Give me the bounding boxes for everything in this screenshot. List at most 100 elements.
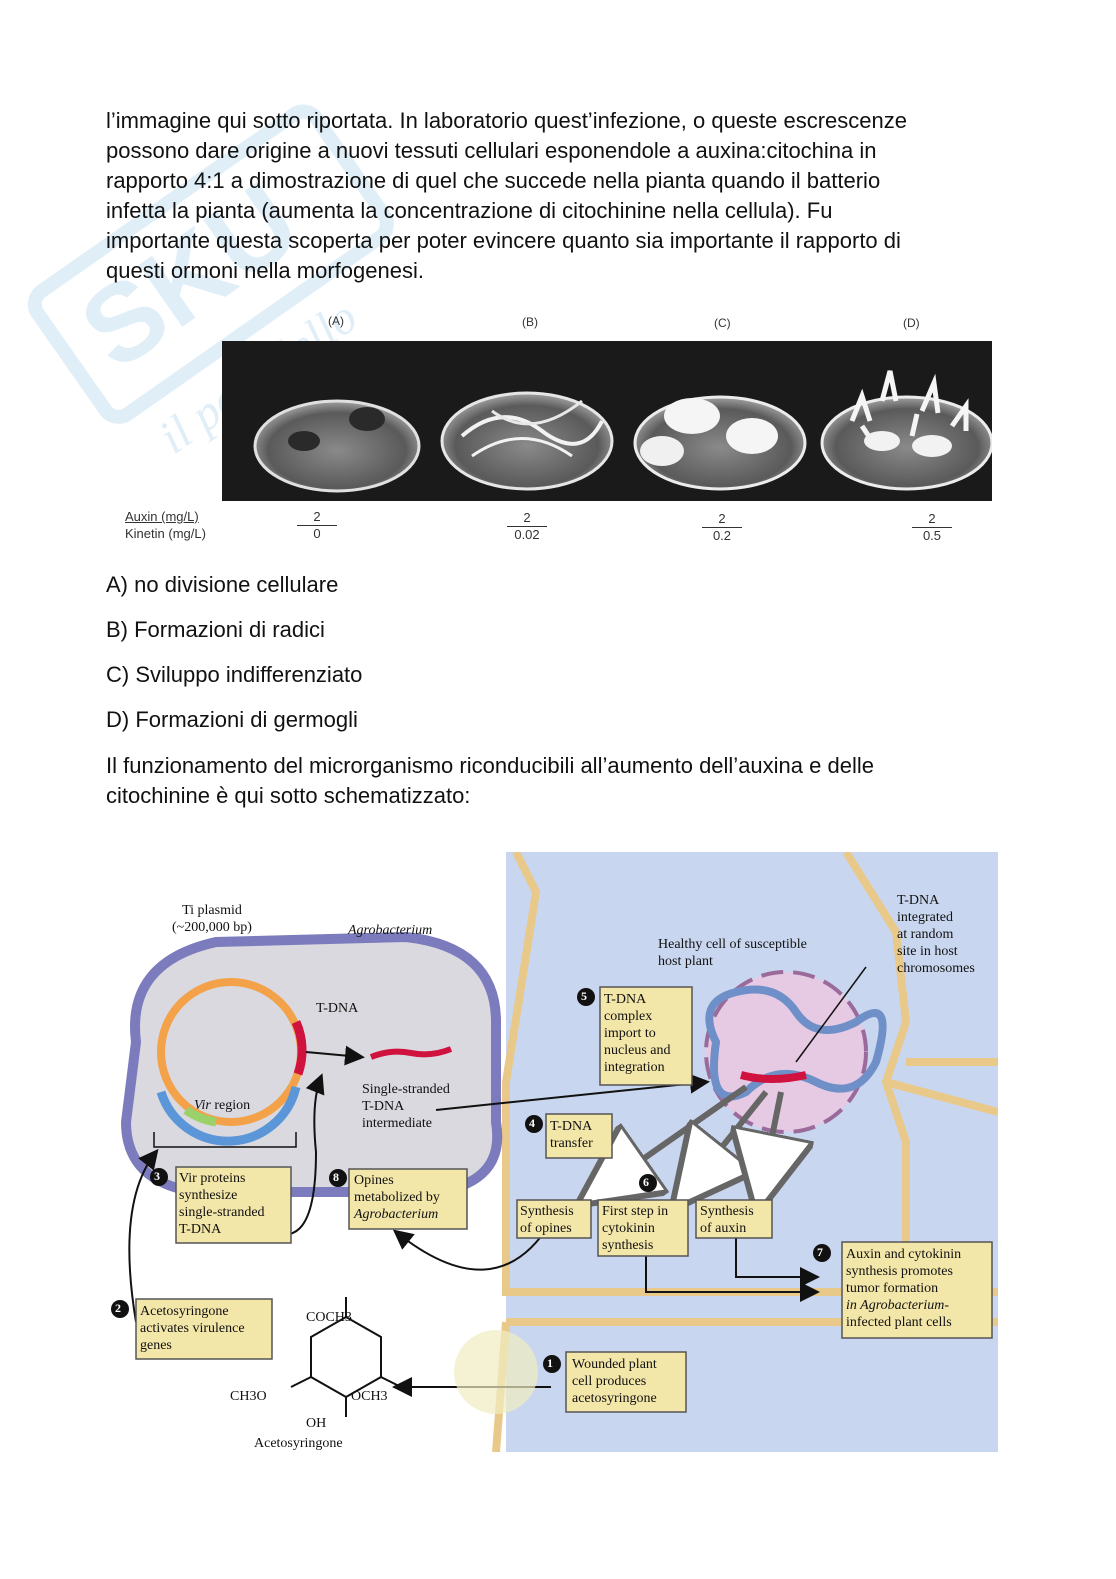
auxin-value: 2 [297,509,337,526]
kinetin-axis-label: Kinetin (mg/L) [125,526,206,541]
concentration-d: 2 0.5 [912,511,952,543]
integrated-line: site in host [897,943,975,960]
cytokinin-text: First step in cytokinin synthesis [602,1203,668,1254]
step-8-line: metabolized by [354,1189,440,1206]
auxin-value: 2 [507,510,547,527]
healthy-line: Healthy cell of susceptible [658,936,807,953]
cytokinin-line: cytokinin [602,1220,668,1237]
intro-line: importante questa scoperta per poter evi… [106,226,1006,256]
kinetin-value: 0 [313,526,320,541]
acetosyringone-label: Acetosyringone [254,1435,343,1452]
list-item: D) Formazioni di germogli [106,705,358,735]
coch3-label: COCH3 [306,1309,352,1326]
closing-line: Il funzionamento del microrganismo ricon… [106,751,1006,781]
step-5-line: T-DNA [604,991,670,1008]
auxin-line: Synthesis [700,1203,754,1220]
ss-line: Single-stranded [362,1081,450,1098]
opines-line: Synthesis [520,1203,574,1220]
auxin-line: of auxin [700,1220,754,1237]
step-4-number: 4 [529,1115,535,1132]
auxin-value: 2 [702,511,742,528]
list-item: C) Sviluppo indifferenziato [106,660,362,690]
step-2-line: genes [140,1337,245,1354]
cytokinin-line: synthesis [602,1237,668,1254]
closing-line: citochinine è qui sotto schematizzato: [106,781,1006,811]
step-6-number: 6 [643,1174,649,1191]
step-7-line: infected plant cells [846,1314,961,1331]
step-7-line: in Agrobacterium- [846,1297,961,1314]
step-5-line: import to [604,1025,670,1042]
step-2-line: Acetosyringone [140,1303,245,1320]
step-1-text: Wounded plant cell produces acetosyringo… [572,1356,657,1407]
ch3o-label: CH3O [230,1388,267,1405]
step-5-line: complex [604,1008,670,1025]
vir-text: Vir [194,1098,211,1113]
healthy-cell-label: Healthy cell of susceptible host plant [658,936,807,970]
step-8-text: Opines metabolized by Agrobacterium [354,1172,440,1223]
ss-line: T-DNA [362,1098,450,1115]
step-7-line: tumor formation [846,1280,961,1297]
ti-plasmid-title: Ti plasmid [172,902,252,919]
ss-tdna-label: Single-stranded T-DNA intermediate [362,1081,450,1132]
region-text: region [214,1098,250,1113]
step-1-line: cell produces [572,1373,657,1390]
kinetin-value: 0.2 [713,528,731,543]
step-5-text: T-DNA complex import to nucleus and inte… [604,991,670,1076]
auxin-axis-label: Auxin (mg/L) [125,509,199,524]
concentration-c: 2 0.2 [702,511,742,543]
healthy-line: host plant [658,953,807,970]
auxin-value: 2 [912,511,952,528]
step-1-line: Wounded plant [572,1356,657,1373]
step-8-line: Opines [354,1172,440,1189]
panel-label-c: (C) [714,316,731,330]
petri-dishes-illustration [222,341,992,501]
auxin-text: Synthesis of auxin [700,1203,754,1237]
step-7-number: 7 [817,1244,823,1261]
och3-label: OCH3 [351,1388,388,1405]
intro-line: l’immagine qui sotto riportata. In labor… [106,106,1006,136]
intro-line: infetta la pianta (aumenta la concentraz… [106,196,1006,226]
opines-line: of opines [520,1220,574,1237]
opines-text: Synthesis of opines [520,1203,574,1237]
step-3-line: synthesize [179,1187,265,1204]
step-2-text: Acetosyringone activates virulence genes [140,1303,245,1354]
concentration-b: 2 0.02 [507,510,547,542]
ti-plasmid-size: (~200,000 bp) [172,919,252,936]
step-7-line: Auxin and cytokinin [846,1246,961,1263]
tdna-label: T-DNA [316,1000,358,1017]
integrated-line: chromosomes [897,960,975,977]
step-3-text: Vir proteins synthesize single-stranded … [179,1170,265,1238]
agrobacterium-label: Agrobacterium [348,922,432,939]
step-3-line: Vir proteins [179,1170,265,1187]
step-5-line: integration [604,1059,670,1076]
petri-dish-photo [222,341,992,501]
concentration-a: 2 0 [297,509,337,541]
step-3-line: T-DNA [179,1221,265,1238]
panel-label-b: (B) [522,315,538,329]
integrated-line: integrated [897,909,975,926]
panel-label-d: (D) [903,316,920,330]
intro-line: questi ormoni nella morfogenesi. [106,256,1006,286]
intro-line: possono dare origine a nuovi tessuti cel… [106,136,1006,166]
step-5-number: 5 [581,988,587,1005]
step-3-number: 3 [154,1168,160,1185]
step-4-line: transfer [550,1135,593,1152]
kinetin-value: 0.02 [514,527,539,542]
step-1-line: acetosyringone [572,1390,657,1407]
vir-region-label: Vir region [194,1097,250,1114]
diagram-labels: 1 2 3 4 5 6 7 8 Ti plasmid (~200,000 bp)… [106,852,998,1452]
integrated-line: T-DNA [897,892,975,909]
intro-line: rapporto 4:1 a dimostrazione di quel che… [106,166,1006,196]
step-4-line: T-DNA [550,1118,593,1135]
oh-label: OH [306,1415,326,1432]
step-4-text: T-DNA transfer [550,1118,593,1152]
step-8-line: Agrobacterium [354,1206,440,1223]
kinetin-value: 0.5 [923,528,941,543]
step-3-line: single-stranded [179,1204,265,1221]
ti-plasmid-label: Ti plasmid (~200,000 bp) [172,902,252,936]
step-2-number: 2 [115,1300,121,1317]
list-item: A) no divisione cellulare [106,570,338,600]
step-2-line: activates virulence [140,1320,245,1337]
step-7-line: synthesis promotes [846,1263,961,1280]
step-5-line: nucleus and [604,1042,670,1059]
